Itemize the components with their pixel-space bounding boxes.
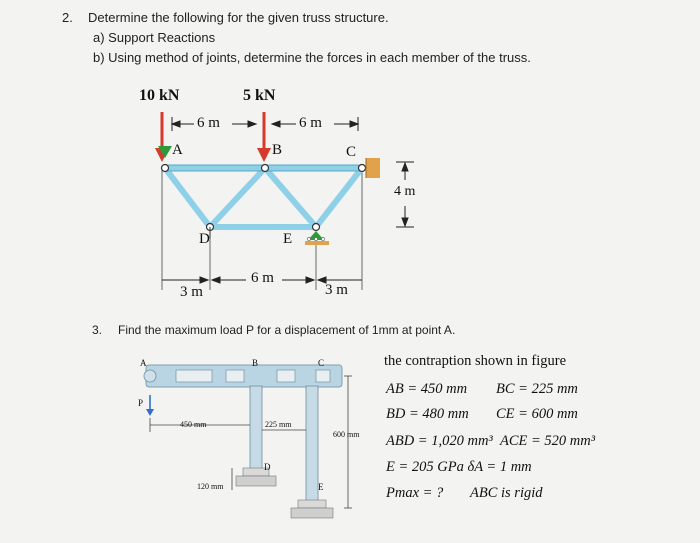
load-arrow-b (257, 112, 271, 162)
given-bc: BC = 225 mm (496, 381, 578, 397)
node-a-label: A (172, 142, 183, 158)
dim-height: 4 m (394, 184, 416, 199)
given-bd: BD = 480 mm (386, 406, 469, 422)
truss-joints (160, 163, 367, 232)
q2-part-a: a) Support Reactions (93, 30, 216, 45)
node-b-label: B (272, 142, 283, 158)
node-c-label: C (346, 144, 357, 160)
dim-bottom-left: 3 m (180, 284, 203, 300)
q3-number: 3. (92, 323, 103, 337)
contraption-label-d: D (264, 462, 271, 472)
rod-bd (235, 385, 277, 487)
dim-bottom-mid: 6 m (251, 270, 274, 286)
support-a (158, 146, 172, 158)
dim-top-1: 6 m (197, 115, 220, 131)
q2-text: Determine the following for the given tr… (88, 10, 389, 25)
contraption-dimensions (149, 375, 352, 509)
given-pmax: Pmax = ? (386, 485, 444, 501)
given-area-ce: ACE = 520 mm³ (500, 433, 596, 449)
load-arrow-p (146, 395, 154, 416)
node-d-label: D (199, 231, 210, 247)
bottom-dimension (162, 276, 362, 284)
given-ab: AB = 450 mm (386, 381, 468, 397)
given-area-bd: ABD = 1,020 mm³ (386, 433, 493, 449)
dim-600-label: 600 mm (333, 430, 360, 439)
contraption-label-c: C (318, 358, 325, 368)
support-e (305, 231, 329, 245)
q2-part-b: b) Using method of joints, determine the… (93, 50, 531, 65)
given-ce: CE = 600 mm (496, 406, 578, 422)
load-label-a: 10 kN (139, 87, 180, 104)
q2-number: 2. (62, 10, 73, 25)
top-dimension (170, 117, 360, 131)
contraption-label-b: B (252, 358, 259, 368)
contraption-label-a: A (140, 358, 147, 368)
dim-top-2: 6 m (299, 115, 322, 131)
dim-bottom-right: 3 m (325, 282, 348, 298)
q3-text: Find the maximum load P for a displaceme… (118, 323, 456, 337)
node-e-label: E (283, 231, 293, 247)
dim-225-label: 225 mm (265, 420, 292, 429)
given-intro: the contraption shown in figure (384, 353, 567, 369)
given-modulus: E = 205 GPa δA = 1 mm (386, 459, 532, 475)
contraption-label-p: P (138, 398, 144, 408)
dim-450-label: 450 mm (180, 420, 207, 429)
rigid-bar-abc (143, 364, 343, 388)
load-label-b: 5 kN (243, 87, 276, 104)
support-c (365, 158, 380, 178)
height-dimension (396, 161, 414, 228)
contraption-label-e: E (318, 482, 324, 492)
rod-ce (290, 385, 334, 519)
given-rigid: ABC is rigid (470, 485, 543, 501)
truss-members (162, 165, 365, 230)
dim-120-label: 120 mm (197, 482, 224, 491)
